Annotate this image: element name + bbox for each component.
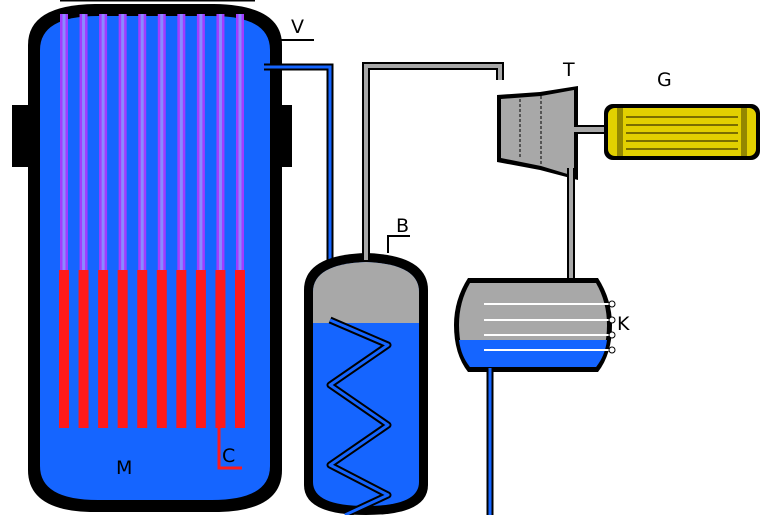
fuel-rod-core — [137, 270, 148, 428]
fuel-rod-core — [98, 270, 109, 428]
fuel-rod-core — [59, 270, 69, 428]
fuel-rod-core — [78, 270, 89, 428]
fuel-rod-core — [117, 270, 128, 428]
fuel-rod-highlight — [160, 14, 164, 272]
condenser-label: K — [617, 313, 630, 335]
fuel-rod-highlight — [199, 14, 203, 272]
valve-label: V — [291, 16, 304, 38]
turbine-label: T — [562, 59, 575, 81]
steam-line — [362, 62, 504, 260]
valve-label-group: V — [270, 16, 314, 41]
fuel-rod-core — [195, 270, 206, 428]
primary-coolant-pipe — [264, 63, 334, 320]
generator: G — [604, 69, 760, 160]
condenser-cooling-tubes — [484, 303, 612, 351]
turbine: T — [497, 59, 578, 180]
fuel-rod-core — [215, 270, 226, 428]
boiler: B — [304, 215, 428, 515]
reactor-label: M — [116, 457, 132, 479]
fuel-rod-highlight — [101, 14, 105, 272]
control-rod-marker — [217, 428, 242, 470]
fuel-rod-highlight — [140, 14, 144, 272]
fuel-rods — [59, 14, 245, 428]
fuel-rod-highlight — [218, 14, 222, 272]
fuel-rod-core — [176, 270, 187, 428]
fuel-rod-highlight — [121, 14, 125, 272]
fuel-rod-core — [156, 270, 167, 428]
fuel-rod-core — [235, 270, 245, 428]
condenser: K — [454, 278, 630, 372]
boiler-label: B — [396, 215, 409, 237]
fuel-rod-highlight — [62, 14, 66, 272]
reactor-vessel: M C — [12, 4, 292, 512]
fuel-rod-highlight — [179, 14, 183, 272]
fuel-rod-highlight — [82, 14, 86, 272]
generator-label: G — [657, 69, 672, 91]
control-rod-label: C — [222, 445, 235, 467]
fuel-rod-highlight — [238, 14, 242, 272]
reactor-coolant — [40, 16, 270, 500]
